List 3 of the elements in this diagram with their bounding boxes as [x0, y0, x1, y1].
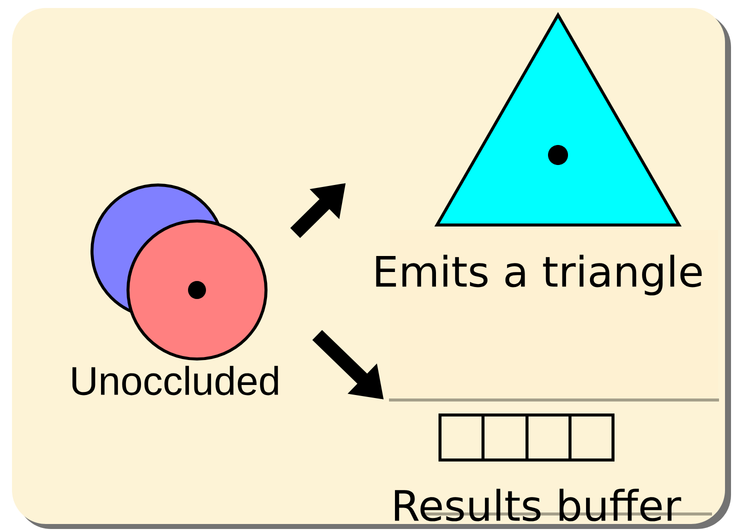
node-label: Emits a triangle: [376, 254, 702, 296]
node-label: Unoccluded: [72, 366, 278, 396]
node-label: Results buffer: [394, 488, 682, 522]
